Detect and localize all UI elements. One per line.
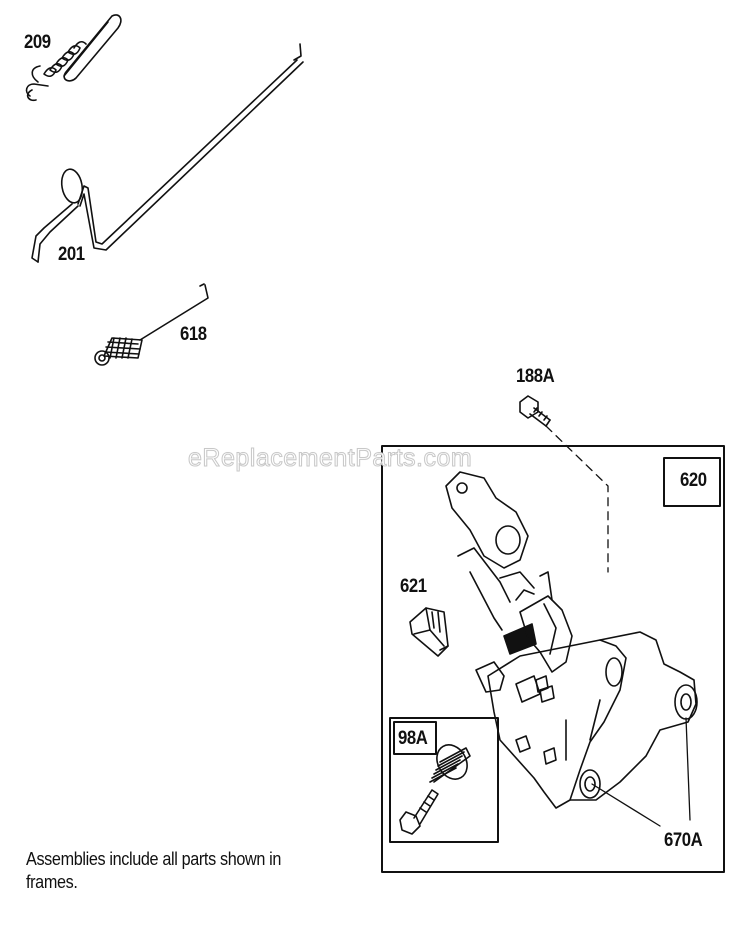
part-201-link-rod	[31, 43, 304, 263]
callout-620: 620	[680, 470, 707, 491]
callout-618: 618	[180, 324, 207, 345]
part-209-spring-clip	[25, 14, 122, 102]
part-98a-screw	[399, 789, 439, 835]
callout-188a: 188A	[516, 366, 555, 387]
frame-98a	[389, 717, 499, 843]
part-98a-spring	[429, 744, 471, 783]
bolt-alignment-line	[545, 425, 609, 573]
part-621-bracket	[409, 607, 449, 657]
callout-209: 209	[24, 32, 51, 53]
frame-620	[381, 445, 725, 873]
watermark-text: eReplacementParts.com	[187, 444, 473, 473]
leader-670a	[591, 717, 691, 827]
callout-201: 201	[58, 244, 85, 265]
assemblies-note: Assemblies include all parts shown in fr…	[26, 849, 282, 892]
part-188a-bolt	[519, 395, 551, 427]
control-bracket-assembly	[445, 471, 698, 809]
part-618-spring	[94, 283, 209, 366]
callout-670a: 670A	[664, 830, 703, 851]
callout-98a: 98A	[398, 728, 428, 749]
callout-621: 621	[400, 576, 427, 597]
